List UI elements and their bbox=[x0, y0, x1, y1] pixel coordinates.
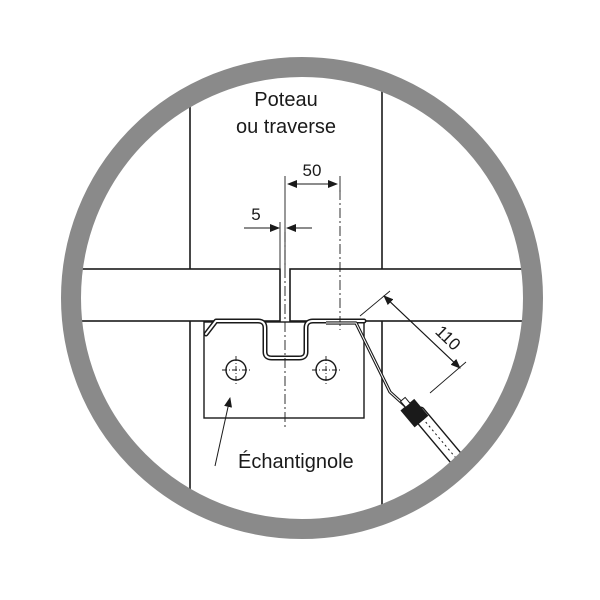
dimension-50-label: 50 bbox=[303, 161, 322, 180]
dimension-5-label: 5 bbox=[251, 205, 260, 224]
bolt-hole-right bbox=[312, 356, 340, 384]
beam-left bbox=[80, 268, 281, 322]
dimension-110-label: 110 bbox=[431, 322, 464, 354]
post-label-line1: Poteau bbox=[254, 89, 317, 111]
bracket-strap-inner bbox=[205, 320, 365, 359]
detail-ring bbox=[61, 57, 543, 539]
bracket-leader bbox=[214, 397, 232, 467]
bracket-label: Échantignole bbox=[238, 450, 354, 473]
bolt-hole-left bbox=[222, 356, 250, 384]
twisted-cable bbox=[486, 482, 524, 520]
dimension-110 bbox=[359, 290, 467, 394]
post-label-line2: ou traverse bbox=[236, 116, 336, 138]
dimension-50 bbox=[284, 176, 341, 268]
wire-clamp bbox=[399, 396, 429, 428]
eye-ring bbox=[475, 471, 521, 513]
beam-right bbox=[289, 268, 524, 322]
dimension-5 bbox=[244, 222, 312, 268]
